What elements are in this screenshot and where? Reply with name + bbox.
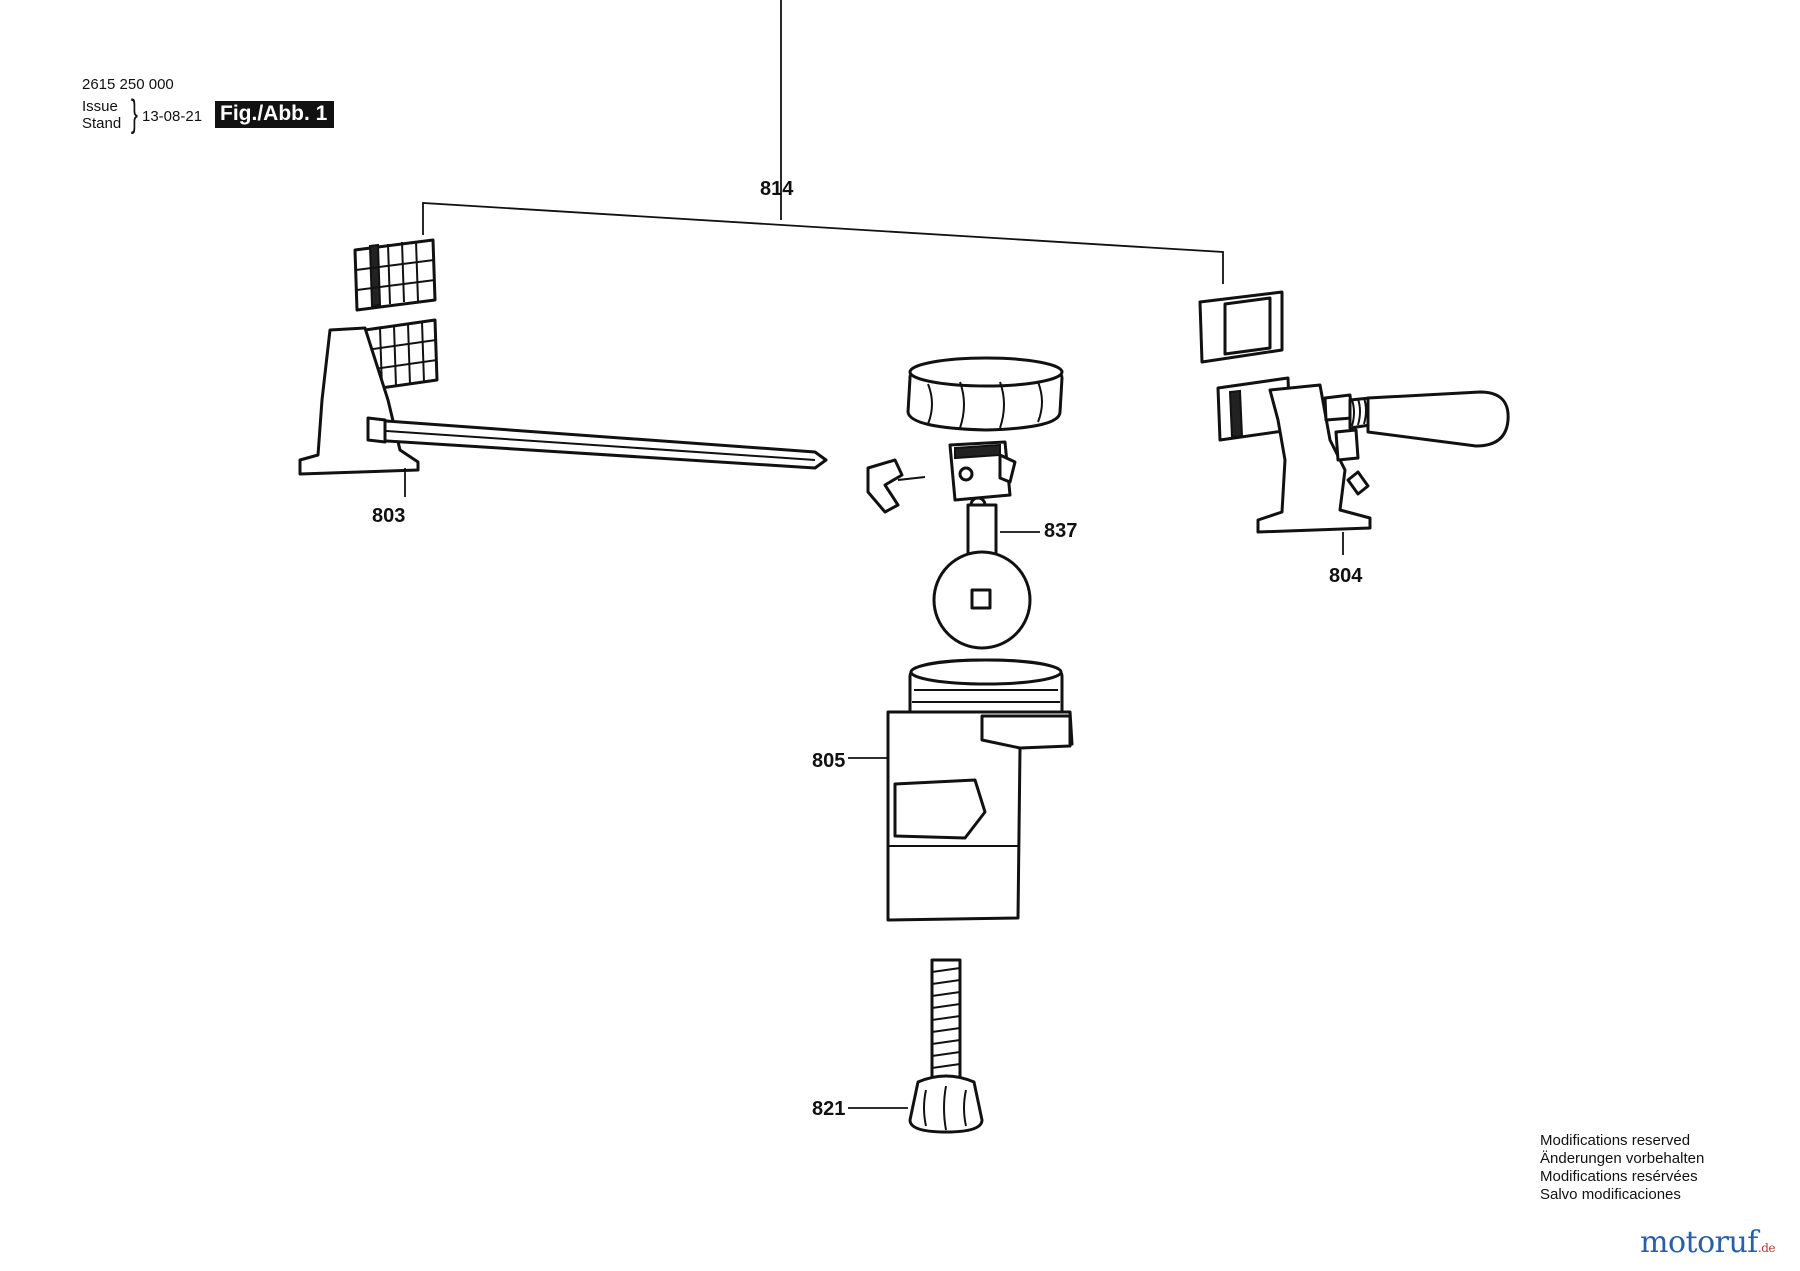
- brand-name: motoruf: [1640, 1225, 1758, 1260]
- callout-804: 804: [1329, 565, 1363, 587]
- brand-watermark: motoruf.de: [1640, 1225, 1776, 1260]
- callout-821: 821: [812, 1098, 846, 1120]
- modifications-en: Modifications reserved: [1540, 1132, 1691, 1149]
- issue-stand-labels: Issue Stand: [82, 98, 121, 132]
- modifications-de: Änderungen vorbehalten: [1540, 1150, 1705, 1167]
- bracket-814: [422, 0, 1224, 284]
- callout-803: 803: [372, 505, 406, 527]
- issue-label: Issue: [82, 98, 118, 115]
- stand-label: Stand: [82, 115, 122, 132]
- brand-suffix: .de: [1757, 1241, 1776, 1255]
- modifications-note: Modifications reserved Änderungen vorbeh…: [1540, 1132, 1704, 1204]
- brace: }: [130, 93, 138, 135]
- jaw-pad-upper-right: [1198, 290, 1284, 364]
- callout-837: 837: [1044, 520, 1078, 542]
- part-number: 2615 250 000: [82, 76, 174, 93]
- callout-814: 814: [760, 178, 794, 200]
- modifications-es: Salvo modificaciones: [1540, 1186, 1681, 1203]
- clamp-screw-821: [908, 958, 984, 1134]
- modifications-fr: Modifications resérvées: [1540, 1168, 1698, 1185]
- jaw-pad-upper-left: [353, 238, 437, 312]
- callout-805: 805: [812, 750, 846, 772]
- ball-joint-837: [866, 440, 1032, 650]
- clamp-knob: [906, 356, 1064, 432]
- figure-label: Fig./Abb. 1: [215, 101, 335, 128]
- moving-jaw-804: [1216, 376, 1510, 534]
- fixed-jaw-803: [298, 326, 828, 476]
- issue-date: 13-08-21: [142, 108, 203, 125]
- clamp-body-805: [886, 658, 1074, 922]
